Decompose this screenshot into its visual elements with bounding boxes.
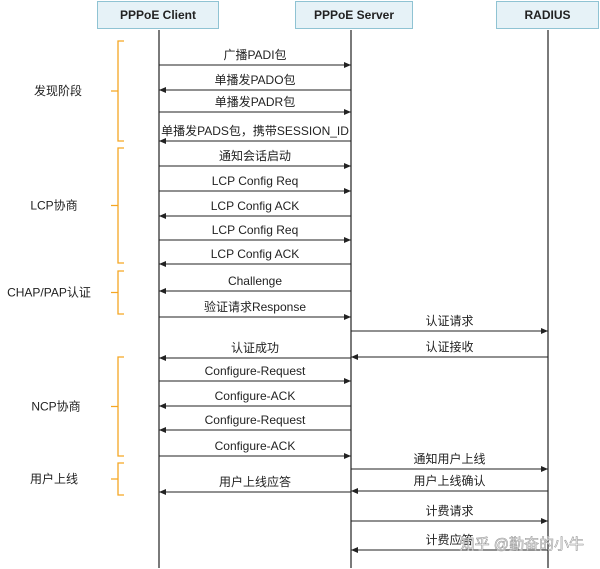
message-label-m2: 单播发PADO包 xyxy=(214,72,295,87)
message-label-m7: LCP Config ACK xyxy=(211,199,300,213)
message-label-m12: 认证请求 xyxy=(425,314,473,328)
message-label-m4: 单播发PADS包，携带SESSION_ID xyxy=(161,123,349,138)
phase-label-ncp: NCP协商 xyxy=(31,399,80,414)
participant-server: PPPoE Server xyxy=(295,1,413,29)
message-label-m15: Configure-Request xyxy=(205,364,306,378)
message-label-m5: 通知会话启动 xyxy=(219,149,291,163)
message-label-m18: Configure-ACK xyxy=(215,439,296,453)
message-label-m21: 用户上线应答 xyxy=(219,474,291,489)
phase-bracket-ncp xyxy=(111,356,124,457)
message-label-m17: Configure-Request xyxy=(205,413,306,427)
phase-label-discovery: 发现阶段 xyxy=(34,83,82,98)
message-label-m3: 单播发PADR包 xyxy=(215,94,295,109)
phase-bracket-lcp xyxy=(111,147,124,264)
message-label-m9: LCP Config ACK xyxy=(211,247,300,261)
phase-label-chap: CHAP/PAP认证 xyxy=(7,286,91,300)
message-label-m11: 验证请求Response xyxy=(204,299,306,314)
message-label-m14: 认证成功 xyxy=(231,341,279,355)
message-label-m8: LCP Config Req xyxy=(212,223,299,237)
participant-server-label: PPPoE Server xyxy=(313,8,395,22)
participant-radius-label: RADIUS xyxy=(524,8,571,22)
phase-label-online: 用户上线 xyxy=(30,471,78,486)
message-label-m10: Challenge xyxy=(228,274,282,288)
watermark: 知乎 @勤奋的小牛 xyxy=(460,536,584,553)
participant-radius: RADIUS xyxy=(496,1,599,29)
message-label-m22: 计费请求 xyxy=(425,504,473,518)
participant-client-label: PPPoE Client xyxy=(119,8,196,22)
message-label-m13: 认证接收 xyxy=(425,339,473,354)
message-label-m23: 计费应答 xyxy=(425,532,473,547)
message-label-m16: Configure-ACK xyxy=(215,389,296,403)
phase-label-lcp: LCP协商 xyxy=(30,198,77,213)
message-label-m20: 用户上线确认 xyxy=(413,473,485,488)
message-label-m1: 广播PADI包 xyxy=(223,48,286,62)
message-label-m19: 通知用户上线 xyxy=(413,451,485,466)
phase-bracket-chap xyxy=(111,270,124,315)
phase-bracket-online xyxy=(111,462,124,496)
message-label-m6: LCP Config Req xyxy=(212,174,299,188)
phase-bracket-discovery xyxy=(111,40,124,142)
participant-client: PPPoE Client xyxy=(97,1,219,29)
